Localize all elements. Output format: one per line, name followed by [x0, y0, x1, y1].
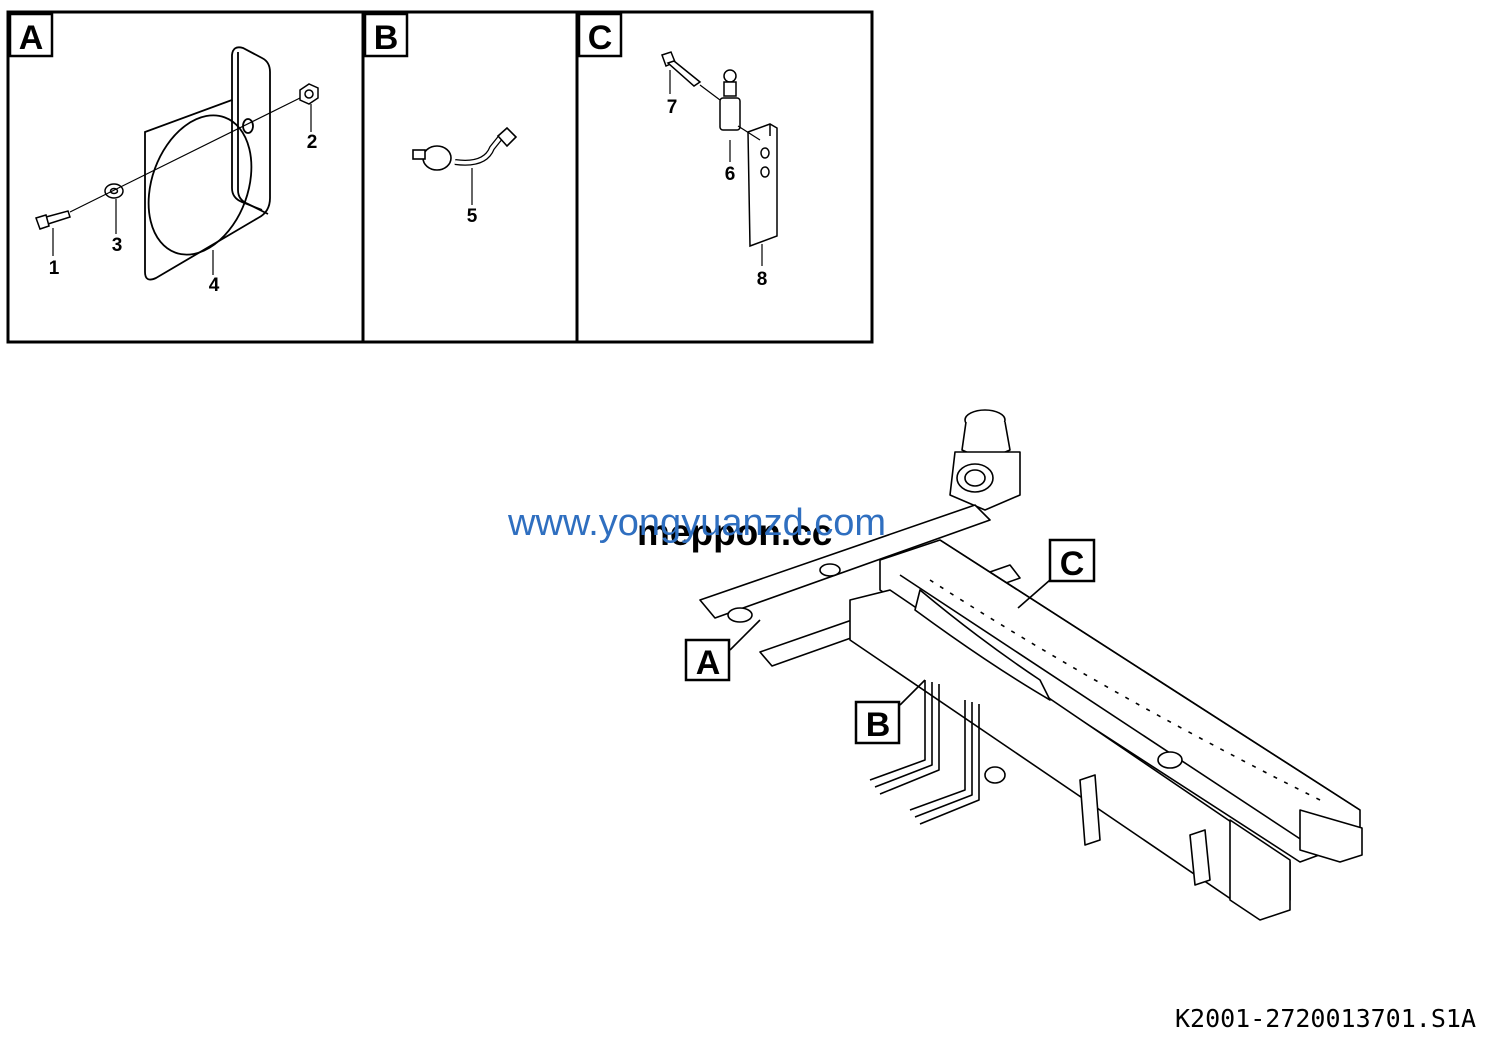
cross-member	[699, 504, 991, 619]
detail-tag-a: A	[19, 19, 44, 57]
mount-hole	[727, 607, 753, 623]
bracket-plate-drawing	[144, 46, 271, 281]
bolt-drawing	[661, 51, 702, 87]
assembly-tag-b: B	[854, 679, 926, 745]
detail-panel-a: A 1	[8, 12, 319, 296]
mounting-bracket-drawing	[747, 123, 778, 248]
chassis-frame-drawing	[699, 409, 1363, 921]
detail-panel-b: B 5	[363, 12, 518, 227]
callout-4: 4	[209, 275, 220, 296]
callout-7: 7	[667, 97, 678, 118]
watermark-secondary: meppon.cc	[637, 512, 832, 553]
washer-drawing	[104, 183, 124, 199]
detail-tag-c: C	[588, 19, 613, 57]
spring-hanger	[1189, 829, 1211, 886]
detail-tag-box	[577, 12, 623, 58]
frame-rail-bend	[914, 589, 1051, 701]
fuel-pipes-drawing	[869, 680, 980, 825]
leader-lines	[52, 104, 312, 275]
spring-hanger	[1079, 774, 1101, 846]
callout-8: 8	[757, 269, 768, 290]
svg-text:C: C	[1060, 545, 1085, 583]
svg-text:B: B	[866, 706, 891, 744]
detail-panel-c: C 7 6 8	[577, 12, 778, 290]
leader-lines	[669, 70, 763, 266]
mount-hole	[819, 563, 841, 577]
rubber-stop-drawing	[719, 69, 741, 131]
svg-text:A: A	[696, 644, 721, 682]
callout-3: 3	[112, 235, 123, 256]
rear-end-plate	[1229, 819, 1291, 921]
callout-2: 2	[307, 132, 318, 153]
detail-frame	[6, 10, 874, 344]
watermark-primary: www.yongyuanzd.com	[507, 502, 886, 544]
callout-6: 6	[725, 164, 736, 185]
assembly-tag-c: C	[1017, 538, 1096, 609]
sensor-harness-drawing	[412, 126, 518, 171]
nut-drawing	[299, 83, 319, 105]
callout-1: 1	[49, 258, 60, 279]
mount-hole	[1157, 751, 1183, 769]
document-id: K2001-2720013701.S1A	[1175, 1004, 1476, 1033]
assembly-tag-a: A	[684, 619, 761, 682]
mount-hole	[984, 766, 1006, 784]
bolt-drawing	[35, 210, 71, 230]
detail-panels	[6, 10, 874, 344]
detail-tag-box	[363, 12, 409, 58]
rear-end-plate	[1299, 809, 1363, 863]
detail-tag-box	[8, 12, 54, 58]
detail-tag-b: B	[374, 19, 399, 57]
assembly-axis-line	[69, 97, 301, 213]
filter-housing-drawing	[949, 409, 1021, 511]
callout-5: 5	[467, 206, 478, 227]
